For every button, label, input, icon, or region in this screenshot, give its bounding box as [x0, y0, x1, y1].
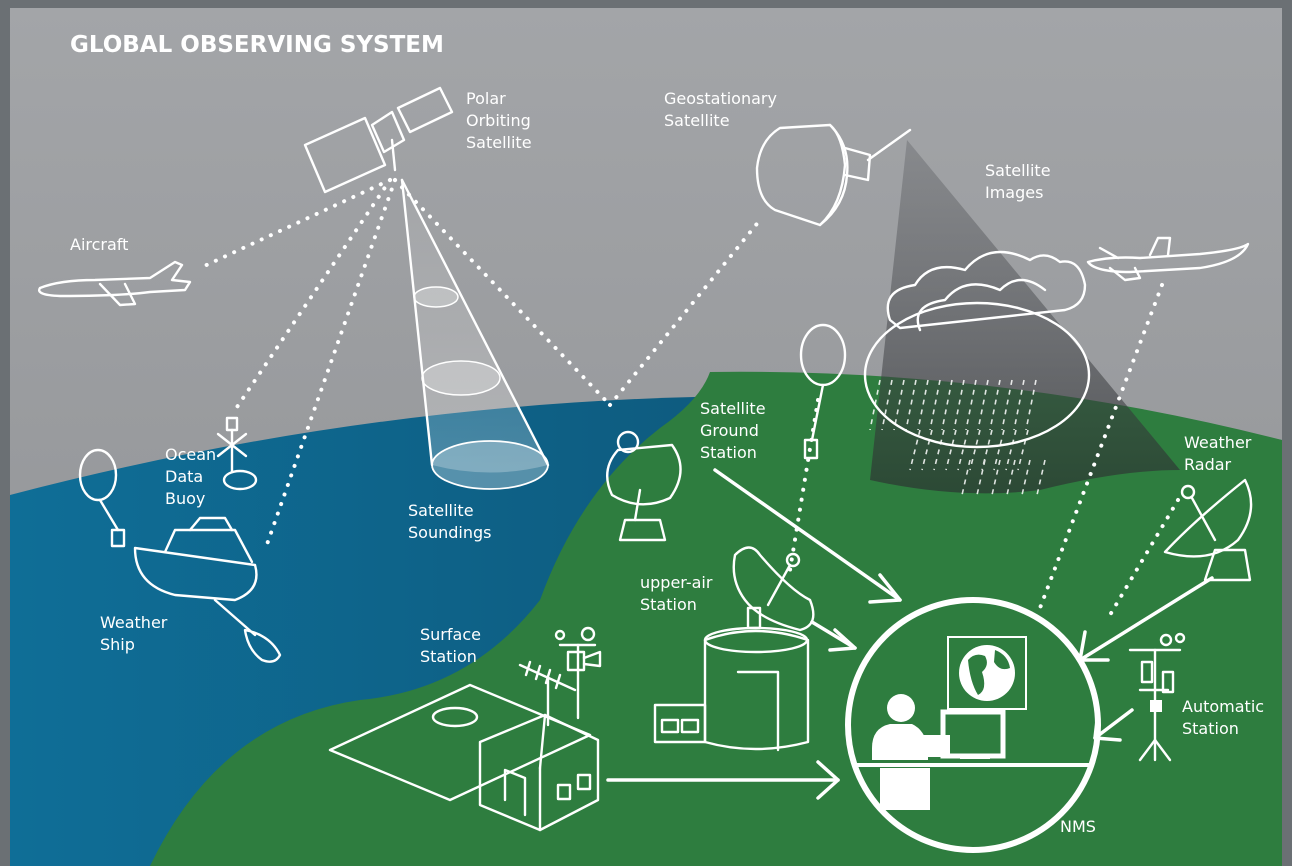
radiosonde-balloon-icon: [799, 323, 847, 460]
rain-icon: [869, 379, 1046, 496]
label-automatic-station: Automatic Station: [1182, 697, 1269, 738]
aircraft-link: [1038, 283, 1164, 610]
polar-satellite-icon: [303, 86, 454, 194]
label-satellite-images: Satellite Images: [985, 161, 1056, 202]
label-ground-station: Satellite Ground Station: [700, 399, 771, 462]
label-geostationary-satellite: Geostationary Satellite: [664, 89, 782, 130]
label-upper-air-station: upper-air Station: [640, 573, 718, 614]
upper-air-station-icon: [653, 546, 815, 752]
land-area: [150, 371, 1282, 866]
satellite-soundings-beam: [400, 178, 550, 490]
weather-ship-icon: [133, 516, 282, 663]
aircraft-left-icon: [38, 260, 192, 307]
radar-link: [1108, 498, 1180, 617]
ocean-buoy-icon: [216, 416, 258, 491]
label-nms: NMS: [1060, 817, 1096, 836]
label-surface-station: Surface Station: [420, 625, 486, 666]
weather-radar-icon: [1163, 478, 1253, 582]
automatic-station-icon: [1128, 632, 1186, 762]
polar-satellite-links: [198, 178, 762, 552]
ground-station-dish-icon: [606, 430, 682, 542]
cloud-icon: [863, 250, 1091, 449]
label-aircraft: Aircraft: [70, 235, 128, 254]
label-ocean-buoy: Ocean Data Buoy: [165, 445, 221, 508]
surface-station-icon: [328, 626, 602, 832]
satellite-images-beam: [870, 140, 1180, 494]
data-flow-arrows: [606, 468, 1214, 800]
label-weather-ship: Weather Ship: [100, 613, 172, 654]
aircraft-right-icon: [1086, 236, 1250, 282]
label-satellite-soundings: Satellite Soundings: [408, 501, 491, 542]
globe-icon: [959, 645, 1015, 701]
ship-balloon-icon: [78, 448, 126, 548]
geostationary-satellite-icon: [755, 123, 912, 227]
label-polar-satellite: Polar Orbiting Satellite: [466, 89, 536, 152]
page-title: GLOBAL OBSERVING SYSTEM: [70, 32, 444, 58]
label-weather-radar: Weather Radar: [1184, 433, 1256, 474]
